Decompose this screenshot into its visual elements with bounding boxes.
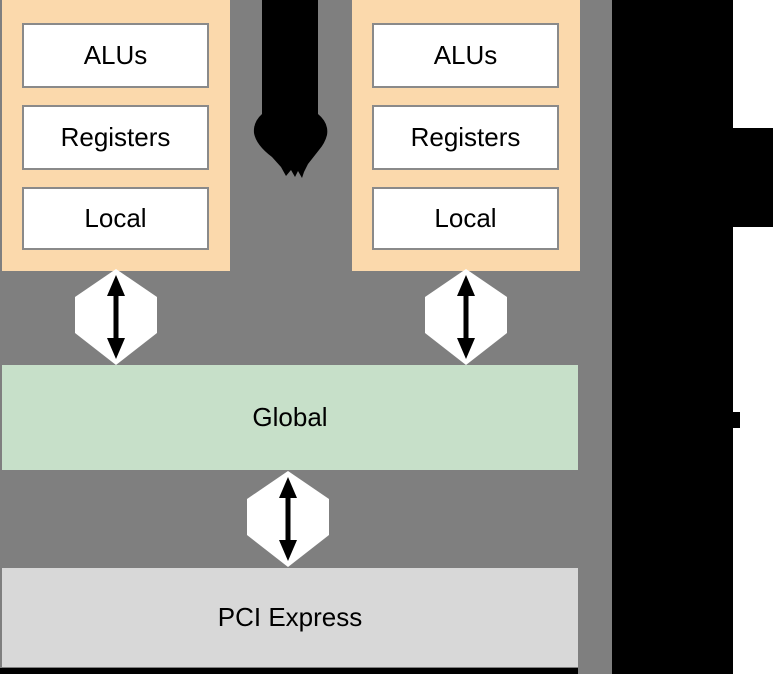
right-black-notch bbox=[733, 412, 740, 428]
alus-box: ALUs bbox=[372, 23, 559, 88]
registers-box: Registers bbox=[372, 105, 559, 170]
bidirectional-arrow-icon bbox=[247, 471, 329, 567]
bidirectional-arrow-icon bbox=[425, 269, 507, 365]
compute-unit-1: ALUs Registers Local bbox=[2, 0, 230, 271]
alus-box: ALUs bbox=[22, 23, 209, 88]
bidirectional-arrow-icon bbox=[75, 269, 157, 365]
pci-express-label: PCI Express bbox=[217, 602, 363, 632]
pci-express-box: PCI Express bbox=[2, 568, 578, 667]
registers-label: Registers bbox=[60, 122, 171, 152]
local-memory-box: Local bbox=[22, 187, 209, 250]
local-label: Local bbox=[84, 203, 147, 233]
global-label: Global bbox=[252, 402, 328, 432]
local-label: Local bbox=[434, 203, 497, 233]
local-memory-box: Local bbox=[372, 187, 559, 250]
bottom-black-strip bbox=[0, 668, 578, 674]
right-black-bar bbox=[612, 0, 733, 674]
registers-box: Registers bbox=[22, 105, 209, 170]
ellipsis-truncation-shape-icon bbox=[253, 0, 328, 178]
alus-label: ALUs bbox=[433, 40, 498, 70]
compute-unit-2: ALUs Registers Local bbox=[352, 0, 580, 271]
alus-label: ALUs bbox=[83, 40, 148, 70]
registers-label: Registers bbox=[410, 122, 521, 152]
right-black-band bbox=[612, 128, 773, 227]
global-memory-box: Global bbox=[2, 365, 578, 470]
